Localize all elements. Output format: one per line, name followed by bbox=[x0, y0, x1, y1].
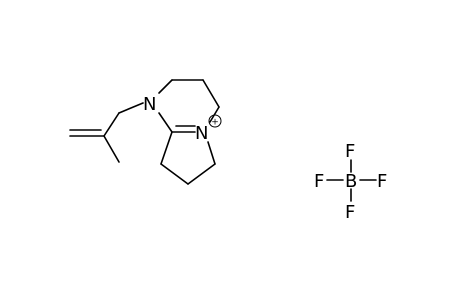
atom-n2: N bbox=[195, 123, 208, 144]
bond-n1-to-ch2 bbox=[118, 102, 144, 114]
bond-ring-right-to-n2 bbox=[209, 106, 220, 123]
cation-bonds bbox=[69, 79, 220, 185]
bond-ch2-to-c-alkene bbox=[103, 112, 120, 137]
bond-n1-to-c-fused bbox=[158, 112, 173, 133]
atom-b: B bbox=[345, 171, 357, 192]
atom-f-right: F bbox=[377, 171, 387, 192]
bond-alkene-to-methyl bbox=[103, 135, 120, 163]
atom-f-bottom: F bbox=[345, 202, 355, 223]
bond-ring5-right-to-n2 bbox=[207, 141, 216, 165]
bond-ring5-left-to-bottom bbox=[160, 163, 189, 185]
bond-c-fused-to-ring5-left bbox=[160, 131, 173, 165]
bond-ring5-bottom-to-right bbox=[187, 163, 216, 185]
charge-plus: + bbox=[211, 118, 219, 128]
bond-ring-top-right-to-right bbox=[202, 79, 220, 108]
atom-n1: N bbox=[143, 94, 156, 115]
cation-atoms: N N + bbox=[143, 94, 222, 144]
anion-bonds bbox=[326, 159, 377, 202]
atom-f-top: F bbox=[345, 141, 355, 162]
bond-n1-c-top-left bbox=[158, 79, 173, 94]
anion-atoms: F F B F F bbox=[314, 141, 387, 223]
charge-circle bbox=[208, 114, 222, 128]
atom-f-left: F bbox=[314, 171, 324, 192]
